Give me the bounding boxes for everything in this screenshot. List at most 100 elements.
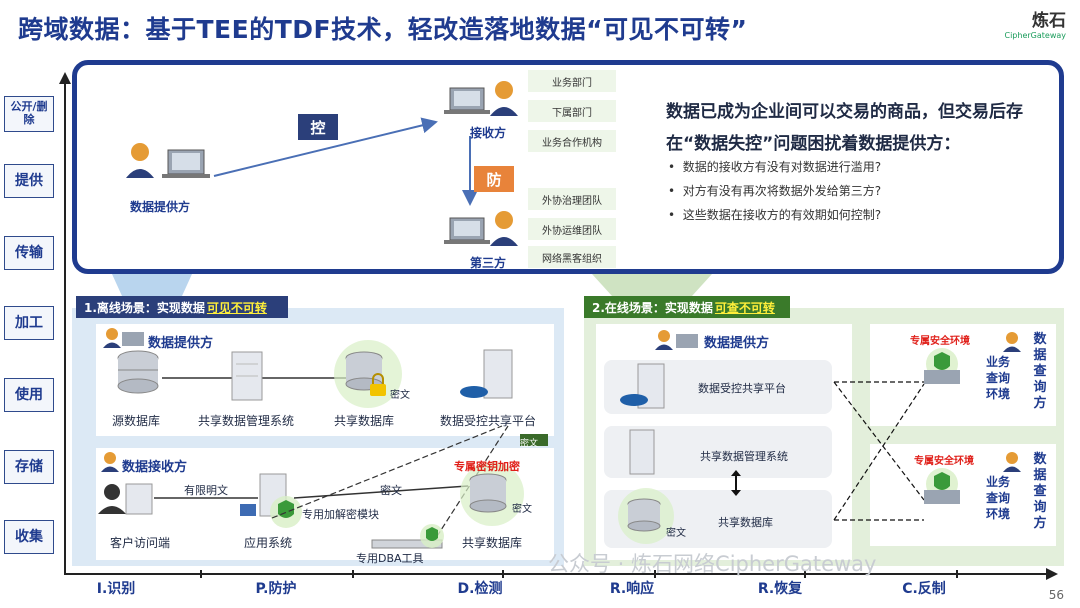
provider-label: 数据提供方 xyxy=(130,200,191,214)
platform-server-icon xyxy=(620,363,665,409)
dba-tool-label: 专用DBA工具 xyxy=(356,552,424,565)
x-tick xyxy=(654,570,656,578)
control-arrow xyxy=(213,117,438,177)
query-label-2: 数据查询方 xyxy=(1033,452,1047,531)
online-cipher-label: 密文 xyxy=(666,528,686,539)
company-logo: 炼石 CipherGateway xyxy=(1004,6,1066,40)
x-tick xyxy=(352,570,354,578)
crypto-module-label: 专用加解密模块 xyxy=(302,508,379,521)
online-ribbon-prefix: 2.在线场景：实现数据 xyxy=(592,300,713,315)
env-label-1: 业务查询环境 xyxy=(985,355,1010,401)
offline-provider-title: 数据提供方 xyxy=(148,336,214,351)
third-laptop-icon xyxy=(444,217,490,244)
bidir-arrow-heads xyxy=(731,470,741,496)
headline-text: 数据已成为企业间可以交易的商品，但交易后存在“数据失控”问题困扰着数据提供方： xyxy=(666,102,1023,154)
side-label-transmit: 传输 xyxy=(4,236,54,270)
cipher-flag-icon xyxy=(520,434,548,446)
side-label-process: 加工 xyxy=(4,306,54,340)
offline-receiver-title: 数据接收方 xyxy=(122,460,188,475)
provider-person-icon xyxy=(126,143,154,178)
lock-icon xyxy=(370,373,386,396)
online-diagram xyxy=(618,330,1021,544)
scenario-diagram xyxy=(126,81,518,246)
shield-icon xyxy=(270,496,302,528)
offline-ribbon-highlight: 可见不可转 xyxy=(206,300,267,315)
x-tick xyxy=(200,570,202,578)
dashed-link xyxy=(833,381,925,501)
client-user-icon xyxy=(98,483,153,515)
recv-db-label: 共享数据库 xyxy=(462,536,523,550)
cipher-label-2: 密文 xyxy=(380,484,402,497)
third-party-label: 第三方 xyxy=(470,256,507,270)
recv-db-icon xyxy=(460,462,524,526)
bullet-item: • 对方有没有再次将数据外发给第三方? xyxy=(668,184,882,198)
tag-sub-dept: 下属部门 xyxy=(528,100,616,122)
client-label: 客户访问端 xyxy=(110,536,171,550)
env-box-2 xyxy=(870,444,1056,546)
control-platform-icon xyxy=(460,349,513,399)
offline-receiver-icon xyxy=(101,452,119,472)
online-provider-icon xyxy=(655,330,698,350)
side-label-provide: 提供 xyxy=(4,164,54,198)
control-platform-label: 数据受控共享平台 xyxy=(440,414,537,428)
env-box-1 xyxy=(870,324,1056,426)
receiver-laptop-icon xyxy=(444,87,490,114)
query-label-1: 数据查询方 xyxy=(1033,332,1047,411)
x-axis xyxy=(64,573,1049,575)
mgmt-system-label: 共享数据管理系统 xyxy=(198,414,295,428)
side-label-collect: 收集 xyxy=(4,520,54,554)
tag-outsource-ops: 外协运维团队 xyxy=(528,218,616,240)
cipher-line xyxy=(293,485,469,499)
side-label-use: 使用 xyxy=(4,378,54,412)
x-label-detect: D.检测 xyxy=(457,581,503,597)
side-label-public: 公开/删除 xyxy=(4,96,54,132)
dashed-link xyxy=(833,383,925,521)
online-mgmt-label: 共享数据管理系统 xyxy=(700,450,788,463)
online-ribbon: 2.在线场景：实现数据可查不可转 xyxy=(584,296,790,318)
offline-ribbon-prefix: 1.离线场景：实现数据 xyxy=(84,300,205,315)
offline-ribbon: 1.离线场景：实现数据可见不可转 xyxy=(76,296,288,318)
online-platform-label: 数据受控共享平台 xyxy=(698,382,786,395)
mgmt-server-icon xyxy=(231,351,263,401)
side-label-store: 存储 xyxy=(4,450,54,484)
env-red-label-1: 专属安全环境 xyxy=(910,336,970,347)
x-axis-arrow xyxy=(1046,568,1058,580)
defend-badge: 防 xyxy=(474,166,514,192)
source-db-icon xyxy=(117,350,159,394)
cipher-flag-label: 密文 xyxy=(520,439,539,449)
x-tick xyxy=(956,570,958,578)
provider-laptop-icon xyxy=(162,149,210,178)
tag-outsource-gov: 外协治理团队 xyxy=(528,188,616,210)
dba-tool-icon xyxy=(371,524,444,549)
tag-hacker: 网络黑客组织 xyxy=(528,246,616,268)
offline-provider-box xyxy=(96,324,554,436)
offline-provider-icon xyxy=(103,328,144,348)
online-db-icon xyxy=(618,488,674,544)
app-system-label: 应用系统 xyxy=(244,536,293,550)
tag-partner: 业务合作机构 xyxy=(528,130,616,152)
logo-cn: 炼石 xyxy=(1032,11,1066,31)
mgmt-server-icon xyxy=(629,429,655,475)
receiver-label: 接收方 xyxy=(470,126,507,140)
offline-diagram xyxy=(98,328,548,549)
env-red-label-2: 专属安全环境 xyxy=(914,456,974,467)
dashed-link xyxy=(271,425,503,519)
bullet-list: • 数据的接收方有没有对数据进行滥用? • 对方有没有再次将数据外发给第三方? … xyxy=(668,158,1058,230)
env-laptop-icon-2 xyxy=(924,468,960,504)
exclusive-key-label: 专属密钥加密 xyxy=(454,460,520,473)
bullet-item: • 这些数据在接收方的有效期如何控制? xyxy=(668,208,882,222)
funnel-shapes xyxy=(112,274,712,296)
control-badge: 控 xyxy=(298,114,338,140)
x-label-identify: I.识别 xyxy=(96,581,136,597)
page-number: 56 xyxy=(1048,588,1064,602)
cipher-label-3: 密文 xyxy=(512,504,532,515)
online-ribbon-highlight: 可查不可转 xyxy=(714,300,775,315)
tag-business-dept: 业务部门 xyxy=(528,70,616,92)
page-title: 跨域数据：基于TEE的TDF技术，轻改造落地数据“可见不可转” xyxy=(18,15,748,44)
scenario-box xyxy=(72,60,1064,274)
env-laptop-icon-1 xyxy=(924,348,960,384)
bullet-text: 这些数据在接收方的有效期如何控制? xyxy=(682,208,882,222)
x-label-protect: P.防护 xyxy=(255,581,297,597)
x-label-recover: R.恢复 xyxy=(757,581,803,597)
watermark: 公众号 · 炼石网络CipherGateway xyxy=(548,552,877,576)
